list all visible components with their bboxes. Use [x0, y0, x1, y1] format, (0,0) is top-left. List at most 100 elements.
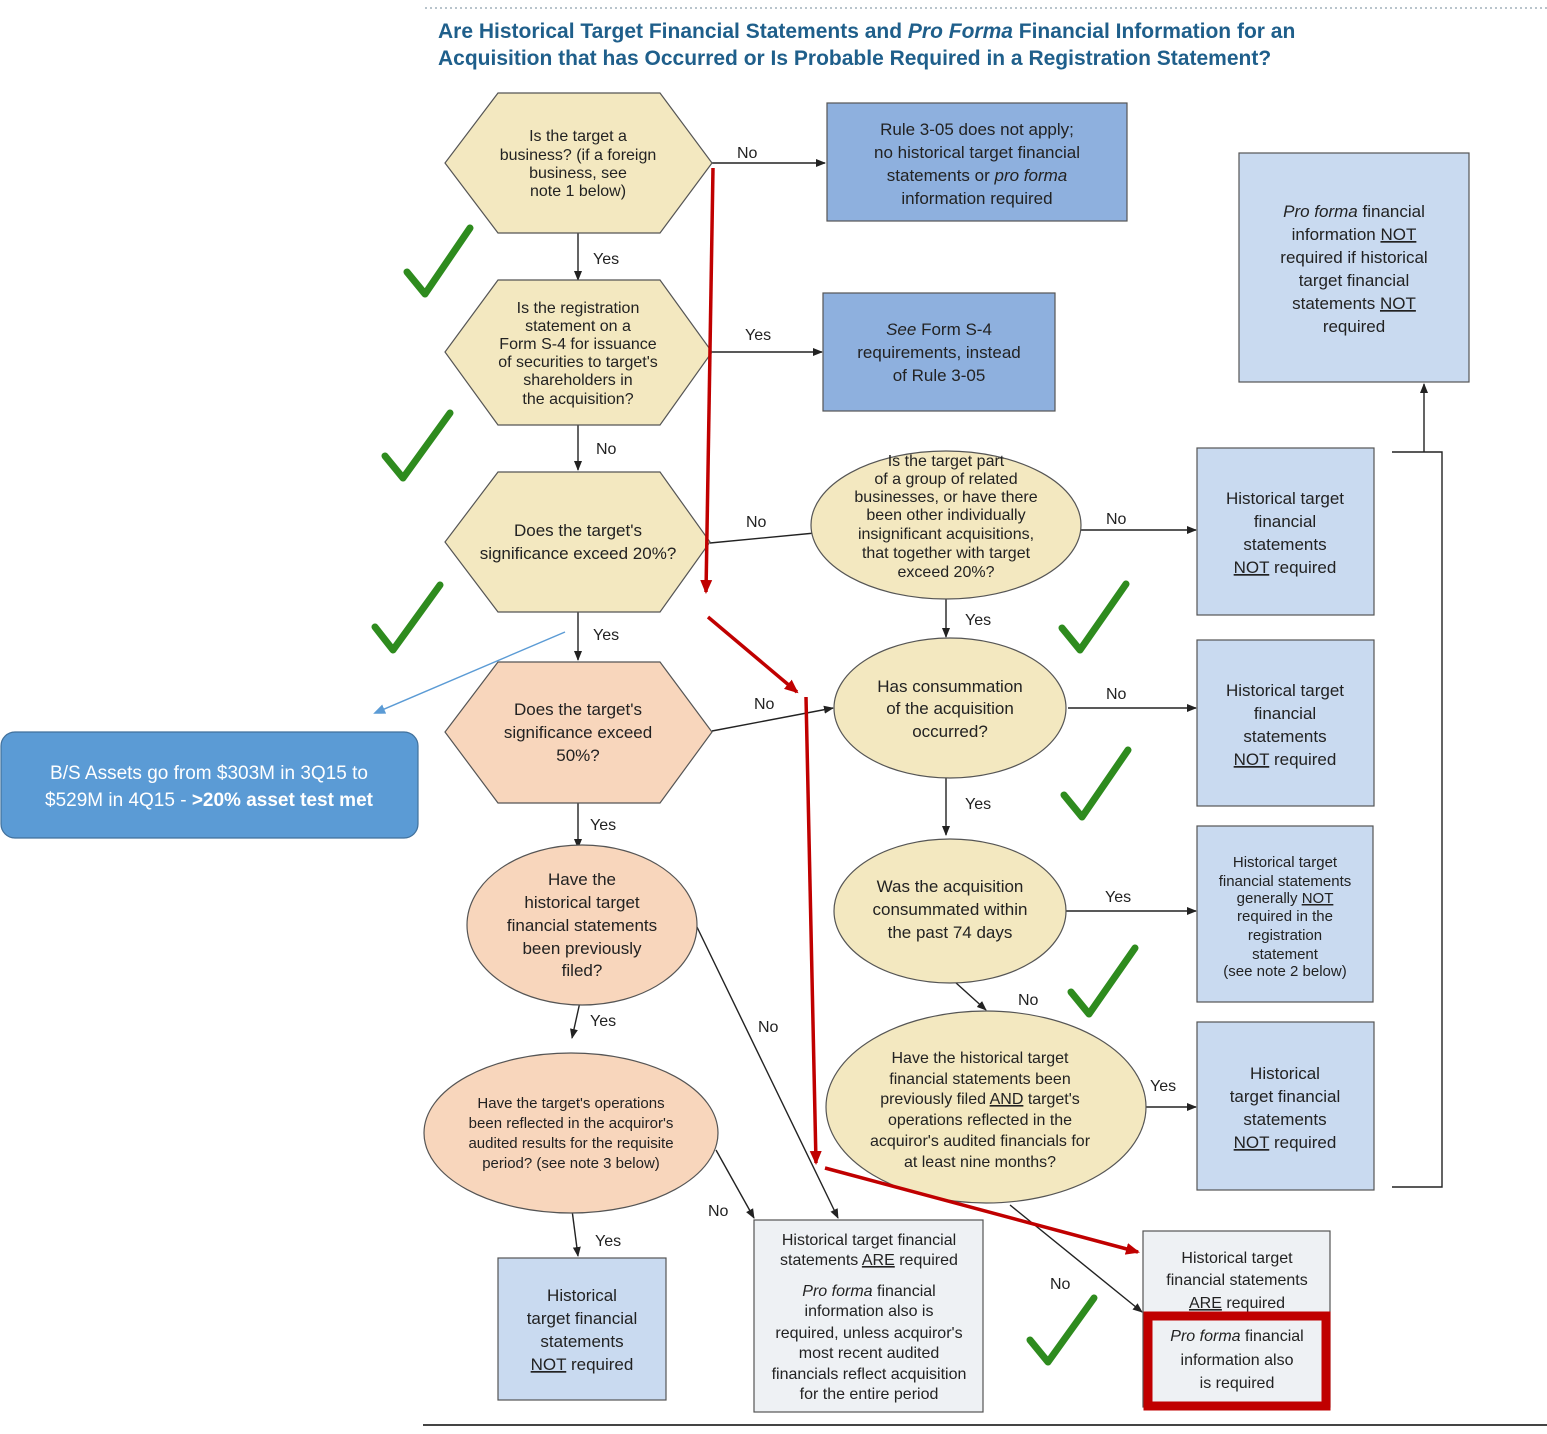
connectors: [570, 159, 1443, 1313]
text-generally-not-l4: required in the: [1237, 908, 1333, 925]
label-ninemonths-yes: Yes: [1150, 1078, 1176, 1095]
label-ninemonths-no: No: [1050, 1276, 1071, 1293]
box-are-required-long: [753, 1219, 984, 1413]
text-consummated-l2: of the acquisition: [886, 699, 1014, 718]
text-not-required-3-l3: statements: [1243, 1110, 1326, 1129]
text-group-l3: businesses, or have there: [854, 489, 1037, 506]
text-generally-not-l6: statement: [1252, 946, 1319, 963]
callout-line1: B/S Assets go from $303M in 3Q15 to: [50, 763, 368, 784]
label-group-no: No: [1106, 511, 1127, 528]
red-arrow-down-2: [804, 696, 822, 1165]
text-are-required-long: Historical target financial statements A…: [772, 1232, 967, 1403]
text-ops-reflected-l1: Have the target's operations: [477, 1095, 664, 1112]
text-are-required-short-l2: financial statements: [1166, 1272, 1307, 1289]
text-ops-reflected-l2: been reflected in the acquiror's: [469, 1115, 674, 1132]
callout-box: [0, 731, 419, 839]
edge-within74-no: [954, 981, 987, 1011]
edge-ops-yes: [571, 1209, 581, 1257]
text-not-required-4: Historical target financial statements N…: [527, 1286, 638, 1374]
text-sig50-l2: significance exceed: [504, 723, 652, 742]
text-nine-months-l3: previously filed AND target's: [880, 1091, 1080, 1108]
text-within74-l3: the past 74 days: [888, 923, 1013, 942]
text-not-required-3: Historical target financial statements N…: [1230, 1064, 1341, 1152]
text-prev-filed-l1: Have the: [548, 870, 616, 889]
text-ops-reflected: Have the target's operations been reflec…: [468, 1095, 673, 1172]
hex-sig50: [444, 661, 713, 804]
text-are-required-long-l6: most recent audited: [799, 1345, 940, 1362]
text-within74-l1: Was the acquisition: [877, 877, 1024, 896]
text-are-required-long-l1: Historical target financial: [782, 1232, 956, 1249]
callout-line2: $529M in 4Q15 - >20% asset test met: [45, 790, 374, 811]
text-are-required-long-l5: required, unless acquiror's: [775, 1325, 962, 1342]
text-not-required-1-l3: statements: [1243, 535, 1326, 554]
text-are-required-long-l8: for the entire period: [800, 1386, 939, 1403]
text-prev-filed-l2: historical target: [524, 893, 640, 912]
check-icon: [1026, 1294, 1098, 1366]
label-business-yes: Yes: [593, 251, 619, 268]
text-nine-months-l2: financial statements been: [889, 1071, 1070, 1088]
diagram-title-line2: Acquisition that has Occurred or Is Prob…: [438, 47, 1271, 70]
text-is-business-l1: Is the target a: [529, 128, 627, 145]
label-sig50-no: No: [754, 696, 775, 713]
text-proforma-not-l3: required if historical: [1280, 248, 1427, 267]
label-within74-no: No: [1018, 992, 1039, 1009]
text-not-required-2-l1: Historical target: [1226, 681, 1344, 700]
label-prevfiled-yes: Yes: [590, 1013, 616, 1030]
text-nine-months-l4: operations reflected in the: [888, 1112, 1072, 1129]
text-sig20-l2: significance exceed 20%?: [480, 544, 677, 563]
text-proforma-not-l2: information NOT: [1292, 225, 1417, 244]
label-consummated-yes: Yes: [965, 796, 991, 813]
text-prev-filed-l5: filed?: [562, 961, 603, 980]
text-nine-months-l6: at least nine months?: [904, 1154, 1056, 1171]
label-ops-no: No: [708, 1203, 729, 1220]
text-not-required-3-l1: Historical: [1250, 1064, 1320, 1083]
check-icon: [1060, 746, 1132, 821]
check-icon: [1067, 944, 1139, 1018]
label-s4-no: No: [596, 441, 617, 458]
edge-ops-no: [715, 1149, 755, 1219]
text-not-required-1-l4: NOT required: [1234, 558, 1337, 577]
text-are-required-long-l2: statements ARE required: [780, 1252, 958, 1269]
text-are-required-long-l4: information also is: [805, 1303, 934, 1320]
text-not-required-1: Historical target financial statements N…: [1226, 489, 1344, 577]
text-are-required-short-l3: ARE required: [1189, 1295, 1285, 1312]
text-prev-filed-l4: been previously: [522, 939, 642, 958]
text-proforma-not-l5: statements NOT: [1292, 294, 1416, 313]
text-not-required-4-l2: target financial: [527, 1309, 638, 1328]
label-consummated-no: No: [1106, 686, 1127, 703]
text-not-required-1-l2: financial: [1254, 512, 1316, 531]
check-icon: [403, 224, 474, 298]
text-sig20: Does the target's significance exceed 20…: [480, 521, 677, 563]
text-not-required-4-l4: NOT required: [531, 1355, 634, 1374]
box-not-required-1: [1196, 447, 1375, 616]
text-generally-not-l7: (see note 2 below): [1223, 963, 1346, 980]
text-generally-not-l2: financial statements: [1219, 873, 1352, 890]
text-not-required-4-l3: statements: [540, 1332, 623, 1351]
text-proforma-not: Pro forma financial information NOT requ…: [1280, 202, 1427, 336]
box-not-required-2: [1196, 639, 1375, 807]
box-proforma-not: [1238, 152, 1470, 383]
text-proforma-not-l4: target financial: [1299, 271, 1410, 290]
ellipse-prev-filed: [466, 844, 698, 1006]
red-arrow-to-result: [824, 1166, 1140, 1255]
text-ops-reflected-l4: period? (see note 3 below): [482, 1155, 660, 1172]
ellipse-consummated: [833, 637, 1067, 779]
red-arrow-down: [700, 167, 715, 594]
label-sig50-yes: Yes: [590, 817, 616, 834]
text-group-l5: insignificant acquisitions,: [858, 526, 1034, 543]
text-not-required-2-l3: statements: [1243, 727, 1326, 746]
edge-labels: No Yes Yes No No No Yes Yes No No Yes Ye…: [590, 145, 1176, 1293]
label-ops-yes: Yes: [595, 1233, 621, 1250]
text-form-s4-l6: the acquisition?: [522, 391, 633, 408]
hex-sig20: [444, 471, 711, 613]
text-sig50: Does the target's significance exceed 50…: [504, 700, 652, 765]
text-form-s4-l1: Is the registration: [517, 300, 640, 317]
text-group-l2: of a group of related: [874, 471, 1017, 488]
check-icon: [381, 409, 454, 482]
edge-ninemonths-no: [1009, 1204, 1143, 1313]
text-not-required-1-l1: Historical target: [1226, 489, 1344, 508]
ellipse-ops-reflected: [423, 1052, 719, 1214]
text-see-s4: See Form S-4 requirements, instead of Ru…: [857, 320, 1020, 385]
